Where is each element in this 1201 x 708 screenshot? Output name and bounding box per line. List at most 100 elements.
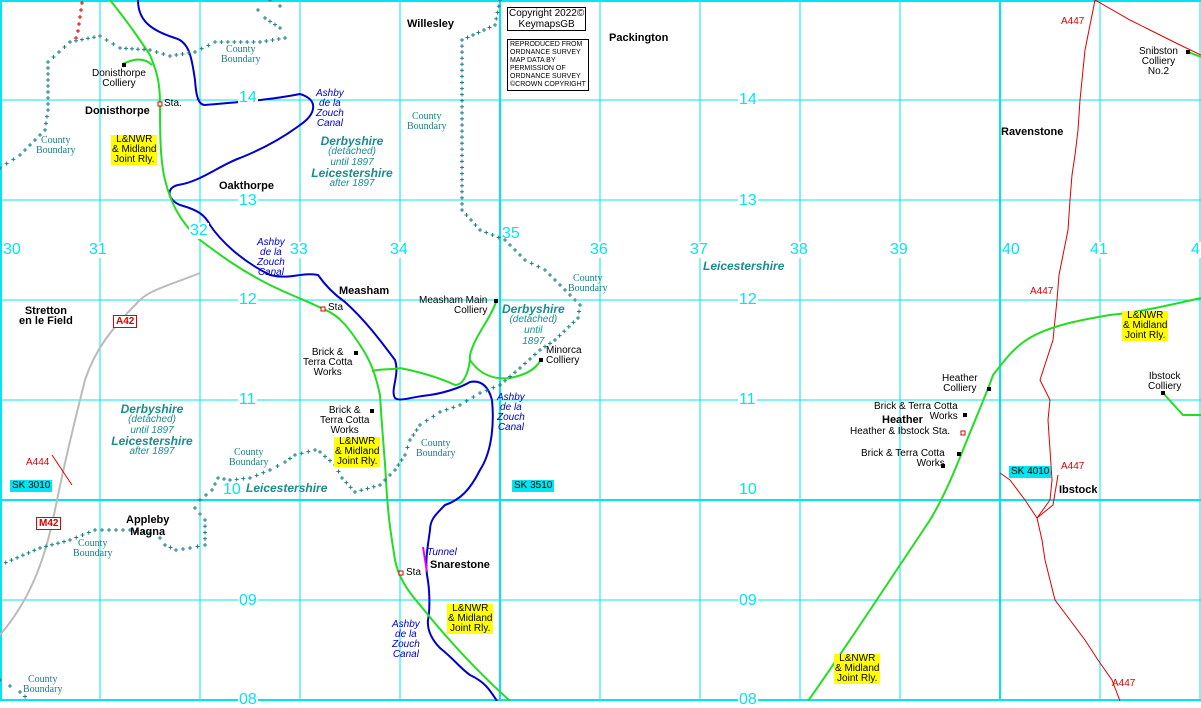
feature-brick-works[interactable]: Brick & Terra Cotta Works [320,406,369,436]
feature-line: Terra Cotta [320,415,370,426]
northing-label: 14 [238,89,258,106]
station-marker[interactable] [960,430,966,436]
county-leicestershire: Leicestershire [311,166,393,180]
railway-measham-branch[interactable] [371,301,497,387]
county-boundary-mark [503,238,507,242]
feature-heather-brick-works[interactable]: Brick & Terra Cotta Works [861,449,945,469]
label-line: Zouch [392,639,420,650]
feature-ibstock-colliery[interactable]: Ibstock Colliery [1148,372,1181,392]
works-marker[interactable] [370,409,374,413]
northing-label: 09 [238,592,258,609]
place-ibstock[interactable]: Ibstock [1059,484,1098,496]
works-marker[interactable] [354,351,358,355]
parish-boundary-mark [76,29,80,33]
northing-label: 11 [238,391,257,408]
feature-line: Colliery [454,305,488,316]
county-boundary-mark [118,46,122,50]
county-boundary-mark [268,468,272,472]
place-packington[interactable]: Packington [609,32,669,44]
colliery-marker[interactable] [1161,391,1165,395]
county-boundary-mark [460,44,464,49]
county-boundary-mark [9,558,14,563]
colliery-marker[interactable] [539,358,543,362]
colliery-marker[interactable] [122,63,126,67]
feature-minorca-colliery[interactable]: Minorca Colliery [546,346,582,366]
place-donisthorpe[interactable]: Donisthorpe [85,105,150,117]
county-boundary-mark [62,45,67,49]
county-boundary-mark [57,50,61,54]
feature-snibston-colliery[interactable]: Snibston Colliery No.2 [1139,47,1178,77]
road-m42[interactable] [0,272,201,636]
station-heather-ibstock[interactable]: Heather & Ibstock Sta. [850,426,951,437]
county-boundary-mark [576,316,580,320]
county-boundary-mark [340,476,344,480]
station-snarestone[interactable]: Sta [406,567,422,578]
county-boundary-mark [460,74,464,79]
county-boundary-mark [498,383,502,387]
road-label-a447: A447 [1112,678,1136,689]
county-boundary-mark [577,309,581,314]
county-boundary-mark [460,135,464,140]
place-heather[interactable]: Heather [882,414,923,426]
feature-measham-main-colliery[interactable]: Measham Main Colliery [419,296,487,316]
county-boundary-mark [513,370,517,375]
feature-heather-brick-works[interactable]: Brick & Terra Cotta Works [874,402,958,422]
colliery-marker[interactable] [987,387,991,391]
county-boundary-mark [222,477,226,481]
road-a444[interactable] [51,454,73,486]
label-line: Zouch [497,412,525,423]
feature-line: Works [916,458,945,469]
railway-minorca-branch[interactable] [469,359,541,380]
easting-label: 4 [1190,241,1201,258]
station-marker[interactable] [157,101,163,107]
colliery-marker[interactable] [1186,50,1190,54]
county-boundary-mark [460,68,464,73]
northing-label: 14 [738,91,758,108]
railway-donisthorpe-branch[interactable] [122,58,153,66]
place-ravenstone[interactable]: Ravenstone [1001,126,1064,138]
canal-tunnel[interactable] [422,546,428,573]
county-boundary-mark [548,273,552,277]
county-boundary-mark [536,264,541,269]
station-marker[interactable] [320,306,326,312]
station-donisthorpe[interactable]: Sta. [164,98,182,109]
county-boundary-mark [263,16,267,20]
works-marker[interactable] [941,464,945,468]
station-measham[interactable]: Sta [328,302,344,313]
northing-label: 11 [738,391,757,408]
county-boundary-mark [186,51,191,55]
feature-donisthorpe-colliery[interactable]: Donisthorpe Colliery [92,69,146,89]
county-boundary-mark [414,428,419,432]
feature-brick-works[interactable]: Brick & Terra Cotta Works [303,348,352,378]
railway-snibston-branch[interactable] [1187,51,1201,58]
place-stretton-en-le-field[interactable]: Stretton en le Field [19,306,73,327]
county-boundary-mark [464,213,469,217]
place-oakthorpe[interactable]: Oakthorpe [219,180,275,192]
place-appleby-magna[interactable]: Appleby Magna [126,514,169,538]
county-boundary-mark [203,530,207,535]
road-ibstock[interactable] [999,472,1059,519]
works-marker[interactable] [957,452,961,456]
works-marker[interactable] [963,413,967,417]
feature-heather-colliery[interactable]: Heather Colliery [942,374,978,394]
road-a447-branch[interactable] [1094,0,1201,56]
place-measham[interactable]: Measham [339,285,390,297]
station-marker[interactable] [398,570,404,576]
county-boundary-mark [460,123,464,127]
colliery-marker[interactable] [494,299,498,303]
railway-heather-line[interactable] [807,297,1201,701]
road-a447[interactable] [1036,0,1121,701]
label-line: Boundary [23,684,63,695]
place-willesley[interactable]: Willesley [407,18,454,30]
feature-line: Colliery [102,78,136,89]
label-line: de la [319,98,341,109]
county-boundary-mark [241,476,246,481]
square-label: SK 3010 [10,480,53,492]
county-boundary-mark [473,223,478,227]
railway-ibstock-colliery-branch[interactable] [1162,392,1201,416]
os-copyright-line: ORDNANCE SURVEY [510,73,581,80]
place-snarestone[interactable]: Snarestone [430,559,490,571]
